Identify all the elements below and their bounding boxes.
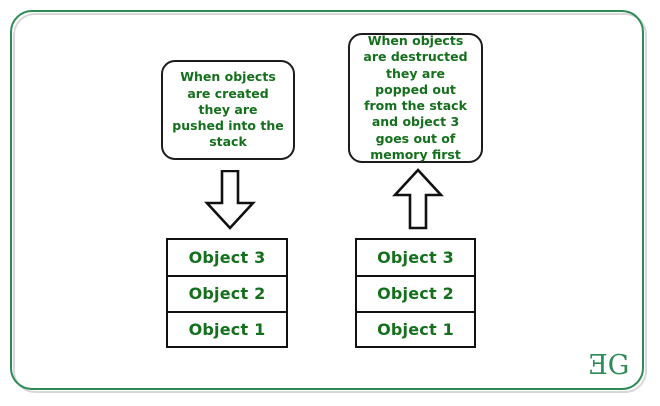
stack-right-cell-top: Object 3 [377, 248, 454, 268]
stack-right: Object 3 Object 2 Object 1 [355, 238, 476, 348]
stack-left-cell-bottom: Object 1 [168, 310, 286, 346]
stack-left: Object 3 Object 2 Object 1 [166, 238, 288, 348]
frame-border [10, 10, 644, 390]
note-push-explanation: When objects are created they are pushed… [161, 60, 295, 160]
arrow-down-icon [204, 170, 256, 230]
logo-mirrored-e: E [588, 350, 608, 381]
stack-left-cell-top: Object 3 [188, 248, 266, 268]
logo-g: G [607, 350, 630, 381]
stack-left-cell-middle: Object 2 [168, 275, 286, 310]
frame-shadow [13, 13, 647, 393]
geeksforgeeks-logo: EG [588, 350, 630, 381]
note-pop-explanation: When objects are destructed they are pop… [348, 33, 483, 163]
arrow-up-icon [392, 168, 444, 230]
note-push-text: When objects are created they are pushed… [172, 69, 284, 150]
stack-right-cell-bottom: Object 1 [357, 310, 474, 346]
note-pop-text: When objects are destructed they are pop… [363, 33, 468, 162]
stack-right-cell-middle: Object 2 [357, 275, 474, 310]
